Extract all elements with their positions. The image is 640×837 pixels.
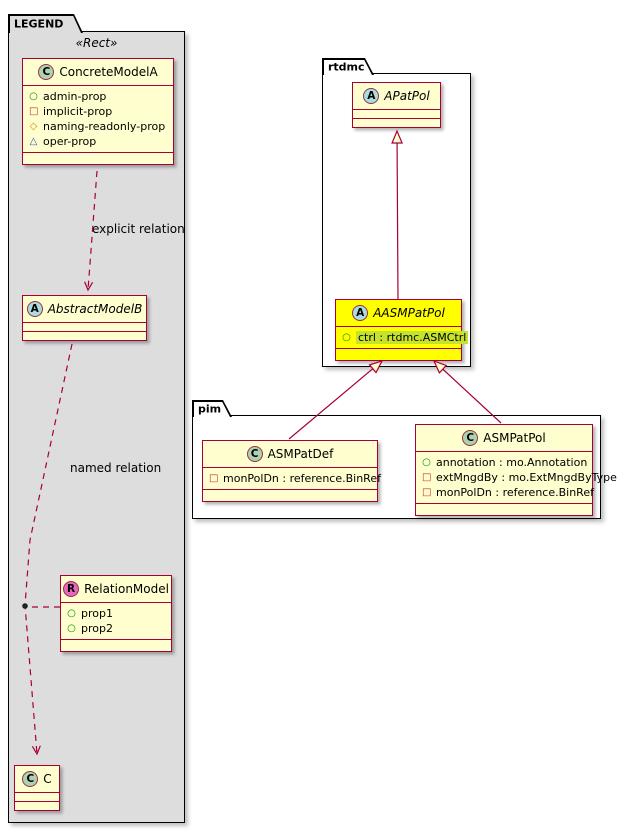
- generalization-asmpatpol-aasmpatpol: [432, 359, 502, 424]
- member-text: monPolDn : reference.BinRef: [223, 472, 381, 485]
- class-spot-icon: C: [462, 430, 479, 446]
- package-pim-label: pim: [198, 402, 222, 415]
- stereotype-rect-label: «Rect»: [75, 36, 118, 50]
- package-legend-tab: LEGEND: [8, 14, 83, 33]
- class-member: oper-prop: [29, 134, 167, 149]
- private-field-icon: [422, 472, 431, 483]
- member-text: prop2: [81, 622, 113, 635]
- class-header: C C: [15, 766, 59, 792]
- member-text: implicit-prop: [43, 105, 113, 118]
- class-member: monPolDn : reference.BinRef: [209, 471, 381, 486]
- member-text: annotation : mo.Annotation: [436, 456, 588, 469]
- explicit-relation-label: explicit relation: [92, 222, 185, 236]
- fields-compartment-empty: [23, 322, 146, 331]
- class-name: RelationModel: [84, 582, 169, 596]
- class-name: ASMPatPol: [483, 431, 546, 445]
- abstract-spot-icon: A: [26, 301, 43, 317]
- methods-compartment-empty: [353, 118, 440, 127]
- class-spot-icon: C: [22, 771, 39, 787]
- class-spot-icon: C: [246, 446, 263, 462]
- fields-compartment-empty: [353, 109, 440, 118]
- class-member: admin-prop: [29, 89, 167, 104]
- class-box-asmpatdef: C ASMPatDef monPolDn : reference.BinRef: [202, 440, 381, 502]
- relation-spot-icon: R: [63, 581, 80, 597]
- private-field-icon: [209, 473, 218, 484]
- member-text-highlighted: ctrl : rtdmc.ASMCtrl: [356, 331, 469, 344]
- fields-compartment: admin-prop implicit-prop naming-readonly…: [23, 85, 173, 152]
- class-name: AASMPatPol: [373, 306, 445, 320]
- class-name: AbstractModelB: [47, 302, 143, 316]
- package-rtdmc-tab-fill: [324, 60, 373, 76]
- class-box-apatpol: A APatPol: [352, 82, 441, 128]
- package-rtdmc-label: rtdmc: [328, 60, 365, 73]
- package-pim-tab: pim: [192, 400, 232, 417]
- protected-field-icon: [29, 121, 38, 132]
- class-header: A AASMPatPol: [336, 300, 461, 326]
- private-field-icon: [422, 487, 431, 498]
- class-box-aasmpatpol: A AASMPatPol ctrl : rtdmc.ASMCtrl: [335, 299, 469, 361]
- package-legend-tab-fill: [10, 16, 82, 34]
- member-text: prop1: [81, 607, 113, 620]
- fields-compartment-empty: [15, 792, 59, 801]
- fields-compartment: prop1 prop2: [61, 602, 171, 639]
- public-field-icon: [67, 623, 76, 634]
- class-box-c: C C: [14, 765, 60, 811]
- methods-compartment-empty: [336, 348, 461, 360]
- class-header: C ConcreteModelA: [23, 59, 173, 85]
- fields-compartment: annotation : mo.Annotation extMngdBy : m…: [416, 451, 617, 503]
- package-pim-tab-fill: [194, 402, 231, 418]
- class-member: extMngdBy : mo.ExtMngdByType: [422, 470, 617, 485]
- methods-compartment-empty: [23, 152, 173, 164]
- class-header: A AbstractModelB: [23, 296, 146, 322]
- class-header: C ASMPatPol: [416, 425, 592, 451]
- methods-compartment-empty: [23, 331, 146, 340]
- package-rtdmc-tab: rtdmc: [322, 58, 374, 75]
- methods-compartment-empty: [61, 639, 171, 651]
- class-header: A APatPol: [353, 83, 440, 109]
- class-name: ConcreteModelA: [59, 65, 158, 79]
- methods-compartment-empty: [15, 801, 59, 810]
- private-field-icon: [29, 106, 38, 117]
- member-text: admin-prop: [43, 90, 107, 103]
- class-name: APatPol: [384, 89, 430, 103]
- class-member: prop2: [67, 621, 165, 636]
- class-member: monPolDn : reference.BinRef: [422, 485, 594, 500]
- class-member: ctrl : rtdmc.ASMCtrl: [342, 330, 469, 345]
- class-box-abstractmodelb: A AbstractModelB: [22, 295, 147, 341]
- class-header: R RelationModel: [61, 576, 171, 602]
- class-box-asmpatpol: C ASMPatPol annotation : mo.Annotation e…: [415, 424, 617, 516]
- class-member: naming-readonly-prop: [29, 119, 167, 134]
- class-name: C: [43, 772, 52, 786]
- class-spot-icon: C: [38, 64, 55, 80]
- methods-compartment-empty: [416, 503, 592, 515]
- class-member: prop1: [67, 606, 165, 621]
- member-text: naming-readonly-prop: [43, 120, 166, 133]
- class-name: ASMPatDef: [267, 447, 334, 461]
- public-field-icon: [29, 91, 38, 102]
- public-field-icon: [67, 608, 76, 619]
- member-text: oper-prop: [43, 135, 97, 148]
- fields-compartment: monPolDn : reference.BinRef: [203, 467, 381, 489]
- abstract-spot-icon: A: [363, 88, 380, 104]
- class-box-relationmodel: R RelationModel prop1 prop2: [60, 575, 172, 652]
- public-field-icon: [342, 332, 351, 343]
- methods-compartment-empty: [203, 489, 377, 501]
- public-field-icon: [422, 457, 431, 468]
- abstract-spot-icon: A: [352, 305, 369, 321]
- fields-compartment: ctrl : rtdmc.ASMCtrl: [336, 326, 469, 348]
- class-member: implicit-prop: [29, 104, 167, 119]
- class-header: C ASMPatDef: [203, 441, 377, 467]
- class-box-concretemodela: C ConcreteModelA admin-prop implicit-pro…: [22, 58, 174, 165]
- member-text: extMngdBy : mo.ExtMngdByType: [436, 471, 617, 484]
- package-legend-label: LEGEND: [14, 17, 64, 30]
- member-text: monPolDn : reference.BinRef: [436, 486, 594, 499]
- named-relation-label: named relation: [70, 461, 162, 475]
- package-field-icon: [29, 136, 38, 147]
- class-member: annotation : mo.Annotation: [422, 455, 588, 470]
